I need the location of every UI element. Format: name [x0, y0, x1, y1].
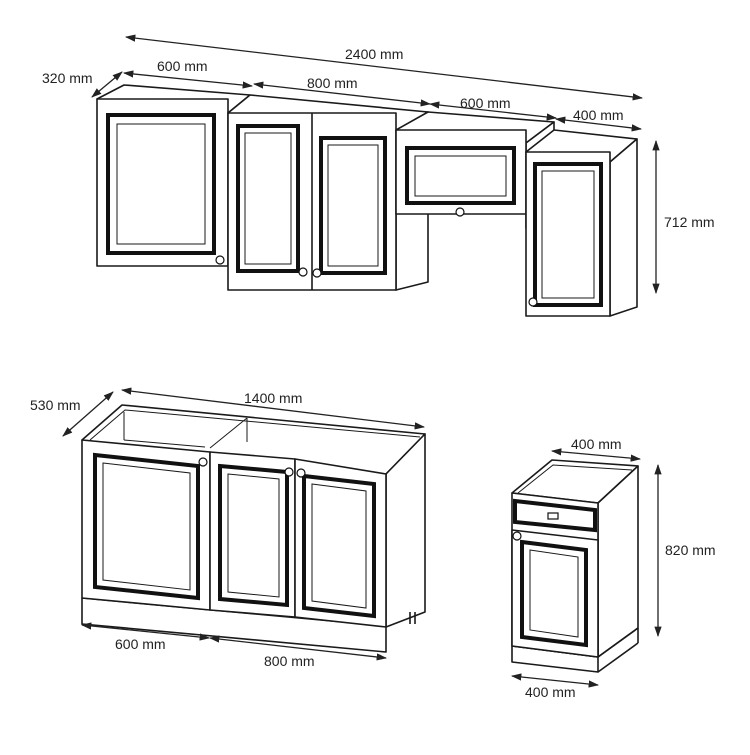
dim-upper-width-600-left: 600 mm	[157, 58, 208, 74]
knob-icon	[312, 268, 322, 278]
upper-dimensions: 2400 mm 320 mm 600 mm 800 mm 600 mm 400 …	[42, 34, 715, 295]
knob-icon	[455, 207, 465, 217]
upper-cabinet-600	[96, 84, 251, 267]
dim-upper-width-800: 800 mm	[307, 75, 358, 91]
dim-upper-width-600-right: 600 mm	[460, 95, 511, 111]
dimension-line	[124, 34, 644, 101]
knob-icon	[512, 531, 522, 541]
lower-small-dimensions: 400 mm 820 mm 400 mm	[510, 436, 716, 700]
dimension-line	[554, 116, 643, 132]
dimension-line	[208, 635, 388, 661]
dimension-line	[428, 101, 558, 121]
knob-icon	[284, 467, 294, 477]
dim-lower-width-600: 600 mm	[115, 636, 166, 652]
dim-lower-width-800: 800 mm	[264, 653, 315, 669]
dim-upper-depth: 320 mm	[42, 70, 93, 86]
knob-icon	[528, 297, 538, 307]
dimension-line	[62, 391, 114, 437]
lower-small-cabinet	[511, 459, 639, 673]
dim-lower-depth: 530 mm	[30, 397, 81, 413]
dim-small-height: 820 mm	[665, 542, 716, 558]
knob-icon	[198, 457, 208, 467]
dim-small-bottom-width: 400 mm	[525, 684, 576, 700]
dim-upper-height: 712 mm	[664, 214, 715, 230]
dim-small-top-width: 400 mm	[571, 436, 622, 452]
dimension-line	[120, 387, 426, 430]
dimension-line	[252, 81, 432, 107]
dim-lower-total-width: 1400 mm	[244, 390, 302, 406]
lower-main-cabinets	[81, 404, 426, 653]
knob-icon	[298, 267, 308, 277]
lower-door-600	[81, 439, 211, 611]
dimension-line	[510, 673, 600, 688]
knob-icon	[215, 255, 225, 265]
dimension-line	[80, 622, 211, 641]
dimension-line	[122, 70, 254, 89]
dim-upper-width-400: 400 mm	[573, 107, 624, 123]
lower-main-dimensions: 530 mm 1400 mm 600 mm 800 mm	[30, 387, 426, 669]
lower-doors-800	[209, 451, 387, 628]
upper-cabinets	[96, 84, 638, 317]
drawer-handle-icon	[547, 512, 559, 520]
dim-upper-total-width: 2400 mm	[345, 46, 403, 62]
dimension-line	[91, 71, 123, 98]
dimension-line	[550, 448, 642, 462]
knob-icon	[296, 468, 306, 478]
upper-cabinet-400	[525, 129, 638, 317]
